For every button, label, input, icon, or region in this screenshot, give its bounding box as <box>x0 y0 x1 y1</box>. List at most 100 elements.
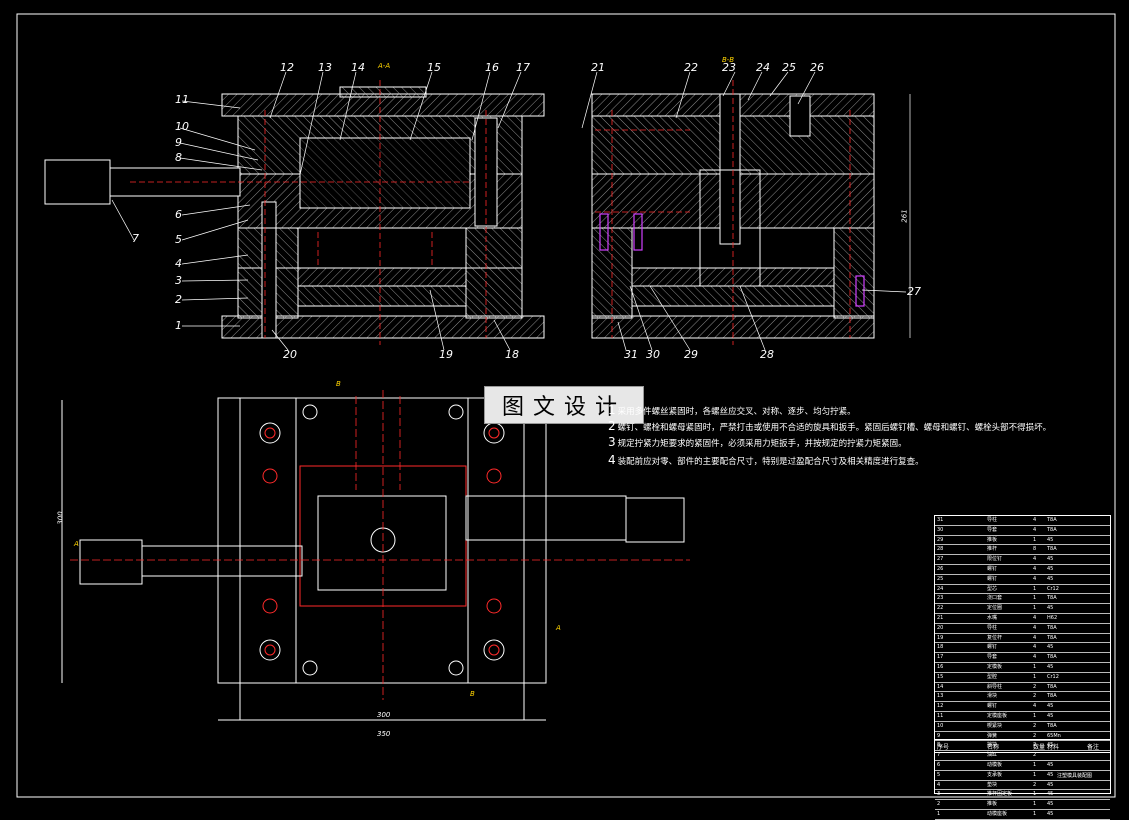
section-bb-red-lines <box>595 80 851 345</box>
parts-list-cell-name: 油缸 <box>987 752 998 759</box>
parts-list-cell-no: 1 <box>937 810 941 817</box>
header-qty: 数量 <box>1033 744 1046 751</box>
parts-list-cell-name: 动模座板 <box>987 810 1008 817</box>
callout-2: 2 <box>175 293 182 306</box>
parts-list-cell-qty: 4 <box>1033 703 1037 710</box>
parts-list-cell-mat: Cr12 <box>1047 673 1059 680</box>
parts-list-cell-mat: T8A <box>1047 517 1057 523</box>
callout-5: 5 <box>175 233 182 246</box>
header-name: 名称 <box>987 744 1000 751</box>
parts-list-cell-qty: 1 <box>1033 810 1037 817</box>
parts-list-cell-mat: T8A <box>1047 634 1057 641</box>
parts-list-cell-name: 定模座板 <box>987 712 1008 719</box>
parts-list-cell-name: 斜导柱 <box>987 683 1003 690</box>
parts-list-cell-no: 3 <box>937 791 941 798</box>
parts-list-cell-no: 11 <box>937 712 944 719</box>
parts-list-cell-name: 螺钉 <box>987 644 998 651</box>
callout-8: 8 <box>175 151 182 164</box>
parts-list-cell-name: 复位杆 <box>987 634 1003 641</box>
parts-list-cell-mat: 45 <box>1047 712 1054 719</box>
view-mark-b-bottom: B <box>470 690 475 698</box>
parts-list-cell-qty: 1 <box>1033 536 1037 543</box>
parts-list-cell-name: 螺钉 <box>987 703 998 710</box>
parts-list-cell-name: 型芯 <box>987 585 998 592</box>
parts-list-cell-no: 18 <box>937 644 944 651</box>
callout-28: 28 <box>760 348 774 361</box>
parts-list-cell-no: 25 <box>937 575 944 582</box>
parts-list-cell-qty: 1 <box>1033 595 1037 602</box>
tech-note-3-num: 3 <box>608 435 616 449</box>
section-aa <box>44 86 545 339</box>
parts-list-cell-name: 弹簧 <box>987 732 998 739</box>
parts-list-cell-name: 楔紧块 <box>987 722 1003 729</box>
parts-list-cell-no: 14 <box>937 683 944 690</box>
parts-list-cell-qty: 4 <box>1033 575 1037 582</box>
parts-list-cell-qty: 1 <box>1033 585 1037 592</box>
parts-list-cell-name: 垫块 <box>987 781 998 788</box>
parts-list-cell-name: 推杆 <box>987 546 998 553</box>
parts-list-cell-name: 导套 <box>987 526 998 533</box>
parts-list-cell-no: 19 <box>937 634 944 641</box>
parts-list-cell-mat: T8A <box>1047 526 1057 533</box>
header-seq: 序号 <box>937 744 950 751</box>
callout-25: 25 <box>782 61 796 74</box>
tech-note-2-text: 螺钉、螺栓和螺母紧固时，严禁打击或使用不合适的旋具和扳手。紧固后螺钉槽、螺母和螺… <box>617 423 1052 433</box>
parts-list-cell-qty: 2 <box>1033 693 1037 700</box>
callout-24: 24 <box>756 61 770 74</box>
parts-list-cell-qty: 8 <box>1033 546 1037 553</box>
callout-4: 4 <box>175 257 182 270</box>
callout-22: 22 <box>684 61 698 74</box>
callout-1: 1 <box>175 319 182 332</box>
parts-list-cell-qty: 2 <box>1033 781 1037 788</box>
parts-list-cell-no: 6 <box>937 761 941 768</box>
parts-list-cell-name: 定模板 <box>987 663 1003 670</box>
parts-list-cell-no: 30 <box>937 526 944 533</box>
parts-list-cell-mat: T8A <box>1047 546 1057 553</box>
plan-view <box>61 397 685 721</box>
callout-19: 19 <box>439 348 453 361</box>
parts-list-cell-no: 8 <box>937 742 941 749</box>
callout-30: 30 <box>646 348 660 361</box>
callout-31: 31 <box>624 348 638 361</box>
parts-list-cell-mat: 45 <box>1047 781 1054 788</box>
parts-list-cell-no: 4 <box>937 781 941 788</box>
section-bb-magenta-parts <box>599 213 865 307</box>
tech-note-1-num: 1 <box>608 403 616 417</box>
parts-list-cell-name: 浇口套 <box>987 595 1003 602</box>
tech-note-1-text: 采用多件螺丝紧固时，各螺丝应交叉、对称、逐步、均匀拧紧。 <box>617 407 856 417</box>
parts-list-cell-qty: 4 <box>1033 517 1037 523</box>
parts-list-cell-qty: 2 <box>1033 683 1037 690</box>
parts-list-cell-name: 水嘴 <box>987 614 998 621</box>
parts-list-cell-name: 导套 <box>987 654 998 661</box>
title-block-bottom: 注塑模具装配图 <box>935 752 1110 794</box>
parts-list-cell-no: 31 <box>937 517 944 523</box>
parts-list-cell-no: 12 <box>937 703 944 710</box>
parts-list-cell-no: 5 <box>937 771 941 778</box>
parts-list-cell-mat: 45 <box>1047 605 1054 612</box>
callout-17: 17 <box>516 61 530 74</box>
section-label-bb: B-B <box>722 56 735 64</box>
parts-list-cell-name: 型腔 <box>987 673 998 680</box>
parts-list-cell-qty: 4 <box>1033 624 1037 631</box>
parts-list-cell-name: 定位圈 <box>987 605 1003 612</box>
parts-list-cell-qty: 4 <box>1033 526 1037 533</box>
callout-12: 12 <box>280 61 294 74</box>
callout-26: 26 <box>810 61 824 74</box>
parts-list-row: 4 垫块 2 45 <box>935 781 1110 791</box>
